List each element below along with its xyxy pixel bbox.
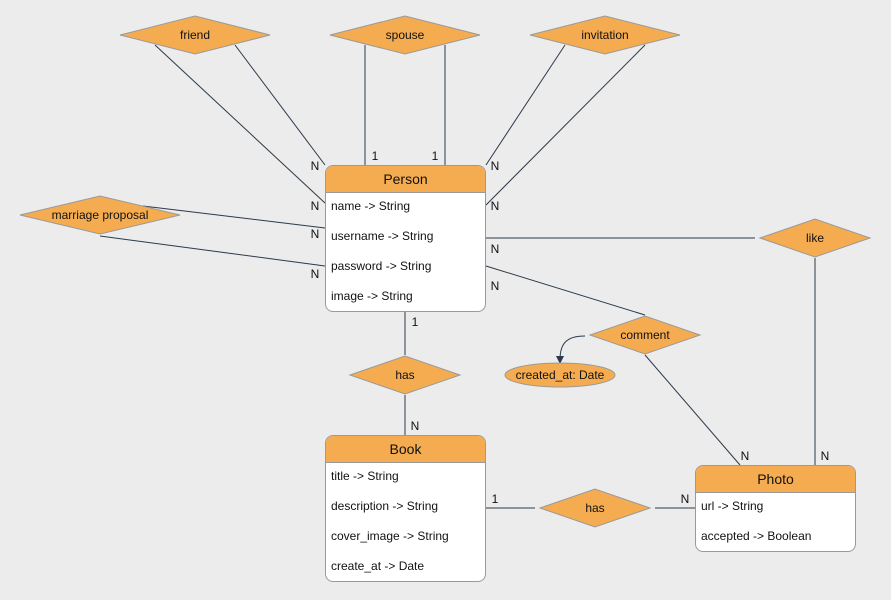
cardinality-proposal-b: N (311, 267, 320, 281)
book-attr-title: title -> String (331, 469, 399, 483)
cardinality-friend-a: N (311, 159, 320, 173)
entity-photo[interactable]: Photo url -> String accepted -> Boolean (695, 465, 856, 552)
book-attr-description: description -> String (331, 499, 439, 513)
entity-book[interactable]: Book title -> String description -> Stri… (325, 435, 486, 582)
line-proposal-a (142, 205, 326, 229)
photo-attr-accepted: accepted -> Boolean (701, 529, 812, 543)
cardinality-spouse-b: 1 (432, 149, 439, 163)
attribute-created-at[interactable] (504, 362, 616, 388)
entity-person-title: Person (326, 166, 485, 193)
line-friend-a (154, 44, 326, 204)
line-invitation-a (485, 44, 566, 166)
relationship-like[interactable] (758, 218, 872, 258)
line-comment-attribute (556, 335, 586, 364)
cardinality-proposal-a: N (311, 227, 320, 241)
cardinality-spouse-a: 1 (372, 149, 379, 163)
line-comment-photo (644, 354, 741, 466)
relationship-invitation[interactable] (529, 15, 681, 55)
relationship-marriage-proposal[interactable] (19, 195, 181, 235)
line-invitation-b (485, 44, 646, 206)
line-comment-person (485, 265, 646, 316)
cardinality-invitation-a: N (491, 159, 500, 173)
cardinality-has2-photo: N (681, 492, 690, 506)
relationship-friend[interactable] (119, 15, 271, 55)
relationship-has-book-photo-label: has (585, 501, 604, 515)
relationship-has-book-photo[interactable] (538, 488, 652, 528)
cardinality-has-book: N (411, 419, 420, 433)
book-attr-cover-image: cover_image -> String (331, 529, 449, 543)
book-attr-create-at: create_at -> Date (331, 559, 425, 573)
cardinality-like-person: N (491, 242, 500, 256)
relationship-spouse-label: spouse (386, 28, 425, 42)
relationship-has-person-book[interactable] (348, 355, 462, 395)
relationship-comment-label: comment (620, 328, 670, 342)
person-attr-password: password -> String (331, 259, 432, 273)
entity-person[interactable]: Person name -> String username -> String… (325, 165, 486, 312)
entity-book-title: Book (326, 436, 485, 463)
relationship-spouse[interactable] (329, 15, 481, 55)
person-attr-name: name -> String (331, 199, 411, 213)
entity-photo-title: Photo (696, 466, 855, 493)
person-attr-image: image -> String (331, 289, 413, 303)
cardinality-comment-person: N (491, 279, 500, 293)
cardinality-invitation-b: N (491, 199, 500, 213)
cardinality-comment-photo: N (741, 449, 750, 463)
cardinality-has-person: 1 (412, 315, 419, 329)
person-attr-username: username -> String (331, 229, 434, 243)
relationship-like-label: like (806, 231, 824, 245)
relationship-invitation-label: invitation (581, 28, 628, 42)
relationship-friend-label: friend (180, 28, 210, 42)
cardinality-friend-b: N (311, 199, 320, 213)
photo-attr-url: url -> String (701, 499, 764, 513)
line-proposal-b (99, 235, 326, 267)
cardinality-has2-book: 1 (492, 492, 499, 506)
relationship-comment[interactable] (588, 315, 702, 355)
attribute-created-at-label: created_at: Date (516, 368, 605, 382)
relationship-has-person-book-label: has (395, 368, 414, 382)
relationship-marriage-proposal-label: marriage proposal (52, 208, 149, 222)
line-friend-b (234, 44, 326, 166)
cardinality-like-photo: N (821, 449, 830, 463)
